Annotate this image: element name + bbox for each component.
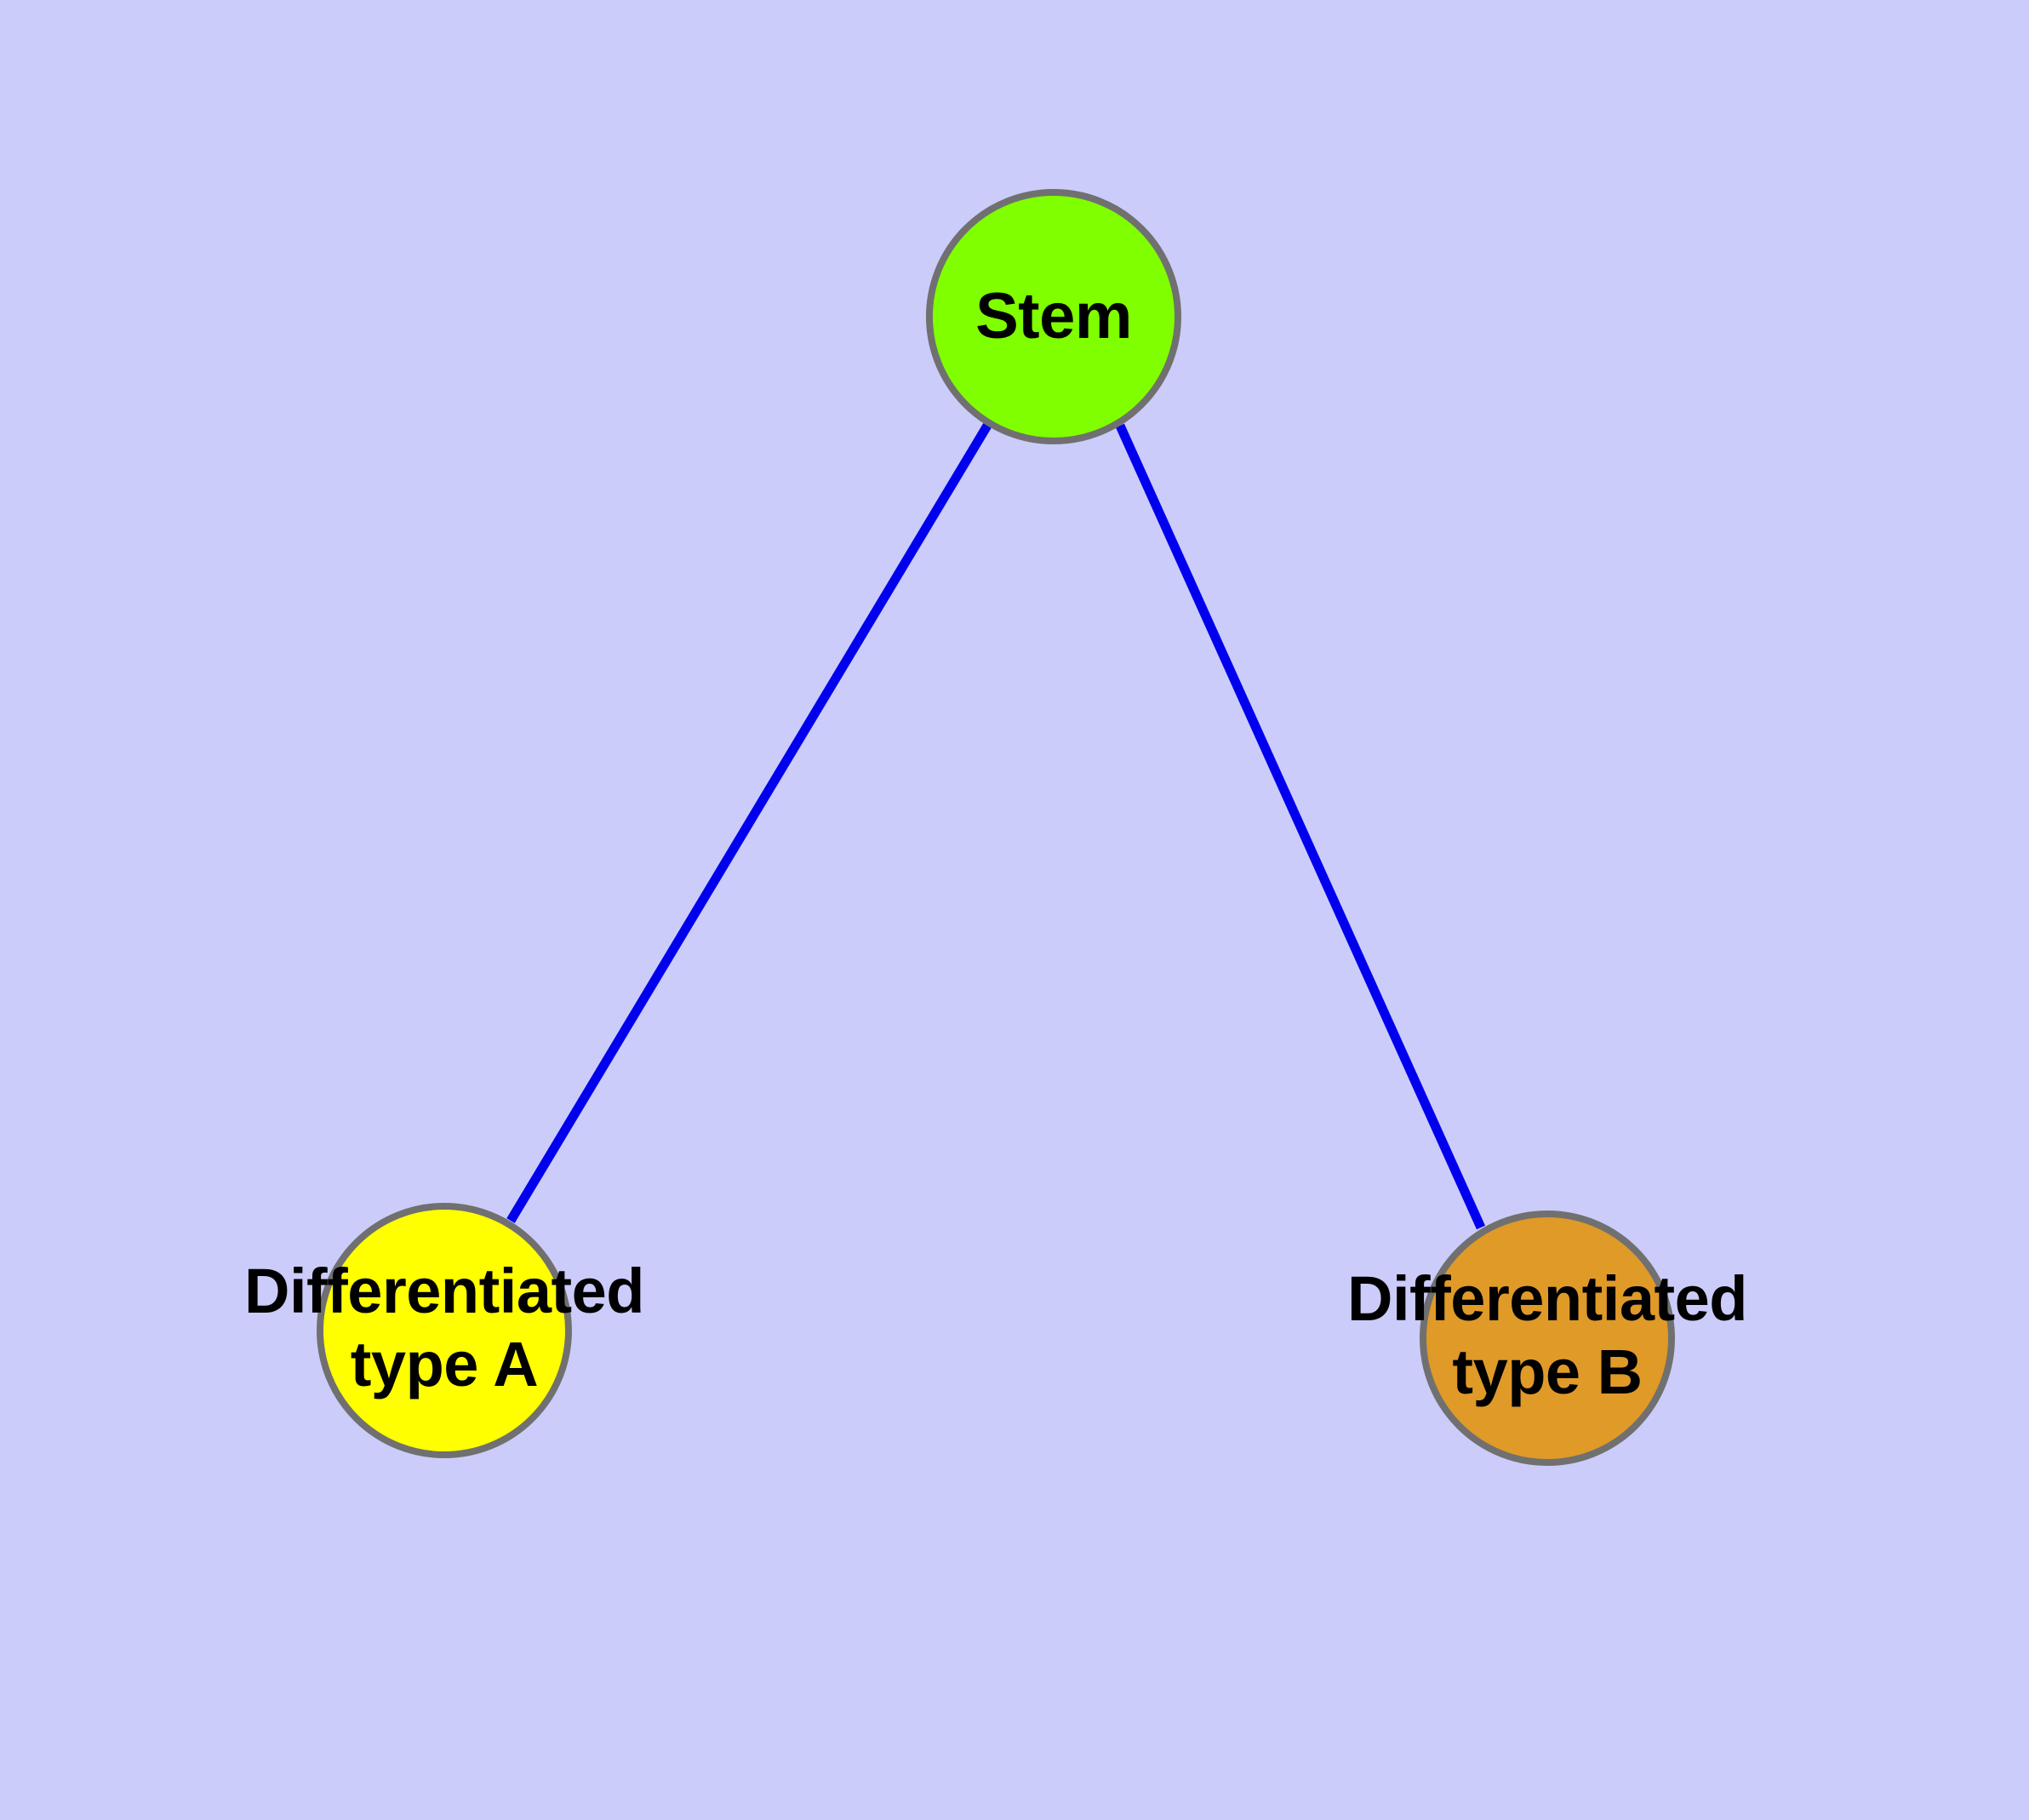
node-layer	[317, 189, 1675, 1466]
edge-stem-to-diff-a[interactable]	[506, 423, 992, 1223]
node-diff-a-circle[interactable]	[317, 1203, 572, 1458]
edge-layer	[506, 423, 1486, 1230]
node-diff-b-circle[interactable]	[1420, 1210, 1675, 1466]
edge-stem-to-diff-b[interactable]	[1115, 423, 1486, 1230]
node-stem-circle[interactable]	[926, 189, 1181, 444]
